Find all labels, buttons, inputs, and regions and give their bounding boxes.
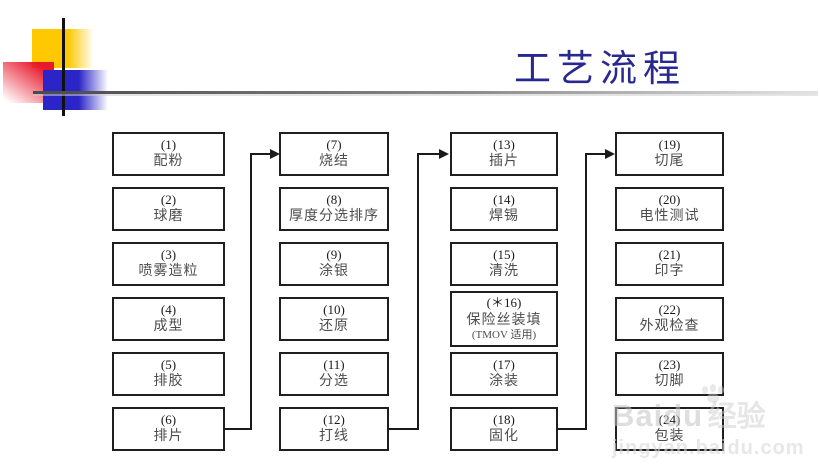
box-number: (9) [326, 247, 342, 263]
flow-box-19: (19) 切尾 [615, 132, 724, 176]
arrowhead-icon [439, 149, 449, 159]
box-label: 配粉 [153, 154, 184, 170]
box-label: 焊锡 [489, 209, 519, 225]
flow-box-23: (23) 切脚 [615, 352, 724, 396]
box-label: 涂银 [319, 264, 349, 280]
box-number: (＊16) [486, 295, 522, 311]
flow-box-20: (20) 电性测试 [615, 187, 724, 231]
box-number: (19) [658, 137, 681, 153]
box-label: 成型 [153, 319, 184, 335]
connector-2 [389, 149, 449, 430]
box-number: (2) [160, 192, 177, 208]
box-label: 厚度分选排序 [289, 209, 379, 225]
flow-box-9: (9) 涂银 [279, 242, 389, 286]
box-number: (8) [326, 192, 342, 208]
box-label: 烧结 [319, 154, 349, 170]
box-number: (6) [160, 412, 177, 428]
slide-logo [0, 0, 130, 130]
box-label: 固化 [489, 429, 519, 445]
flow-box-2: (2) 球磨 [112, 187, 225, 231]
box-number: (7) [326, 137, 342, 153]
flow-box-1: (1) 配粉 [112, 132, 225, 176]
flow-box-6: (6) 排片 [112, 407, 225, 451]
box-number: (15) [493, 247, 515, 263]
box-number: (14) [493, 192, 515, 208]
box-label: 电性测试 [639, 209, 700, 225]
flow-box-18: (18) 固化 [450, 407, 558, 451]
flow-box-24: (24) 包装 [615, 407, 724, 451]
flow-box-17: (17) 涂装 [450, 352, 558, 396]
box-note: (TMOV 适用) [471, 329, 537, 341]
box-label: 包装 [654, 429, 685, 445]
box-label: 涂装 [489, 374, 519, 390]
box-label: 保险丝装填 [466, 312, 542, 328]
box-label: 分选 [319, 374, 349, 390]
connector-1 [225, 149, 280, 430]
flow-box-5: (5) 排胶 [112, 352, 225, 396]
box-number: (18) [493, 412, 515, 428]
flow-box-7: (7) 烧结 [279, 132, 389, 176]
box-label: 清洗 [489, 264, 519, 280]
box-label: 喷雾造粒 [138, 264, 199, 280]
box-number: (12) [323, 412, 345, 428]
box-label: 印字 [654, 264, 685, 280]
box-label: 切尾 [654, 154, 685, 170]
flow-box-12: (12) 打线 [279, 407, 389, 451]
box-label: 还原 [319, 319, 349, 335]
flow-box-22: (22) 外观检查 [615, 297, 724, 341]
box-number: (21) [658, 247, 681, 263]
box-number: (4) [160, 302, 177, 318]
flow-box-4: (4) 成型 [112, 297, 225, 341]
box-number: (17) [493, 357, 515, 373]
box-number: (11) [323, 357, 345, 373]
box-number: (5) [160, 357, 177, 373]
flow-box-11: (11) 分选 [279, 352, 389, 396]
connector-3 [558, 149, 615, 430]
arrowhead-icon [605, 149, 615, 159]
box-number: (24) [658, 412, 681, 428]
box-label: 切脚 [654, 374, 685, 390]
title-underline [33, 91, 818, 94]
flow-box-21: (21) 印字 [615, 242, 724, 286]
box-label: 外观检查 [639, 319, 700, 335]
flow-box-3: (3) 喷雾造粒 [112, 242, 225, 286]
box-label: 球磨 [153, 209, 184, 225]
box-number: (13) [493, 137, 515, 153]
flow-box-10: (10) 还原 [279, 297, 389, 341]
box-number: (22) [658, 302, 681, 318]
logo-blue-square [43, 70, 108, 110]
box-number: (1) [160, 137, 177, 153]
box-label: 排胶 [153, 374, 184, 390]
flow-box-8: (8) 厚度分选排序 [279, 187, 389, 231]
box-number: (3) [160, 247, 177, 263]
flow-box-13: (13) 插片 [450, 132, 558, 176]
flow-box-16: (＊16) 保险丝装填 (TMOV 适用) [450, 291, 558, 347]
flow-box-14: (14) 焊锡 [450, 187, 558, 231]
box-label: 排片 [153, 429, 184, 445]
box-label: 插片 [489, 154, 519, 170]
box-number: (10) [323, 302, 345, 318]
box-number: (23) [658, 357, 681, 373]
page-title: 工艺流程 [514, 49, 686, 90]
box-number: (20) [658, 192, 681, 208]
box-label: 打线 [319, 429, 349, 445]
flow-box-15: (15) 清洗 [450, 242, 558, 286]
logo-vertical-line [62, 18, 65, 116]
